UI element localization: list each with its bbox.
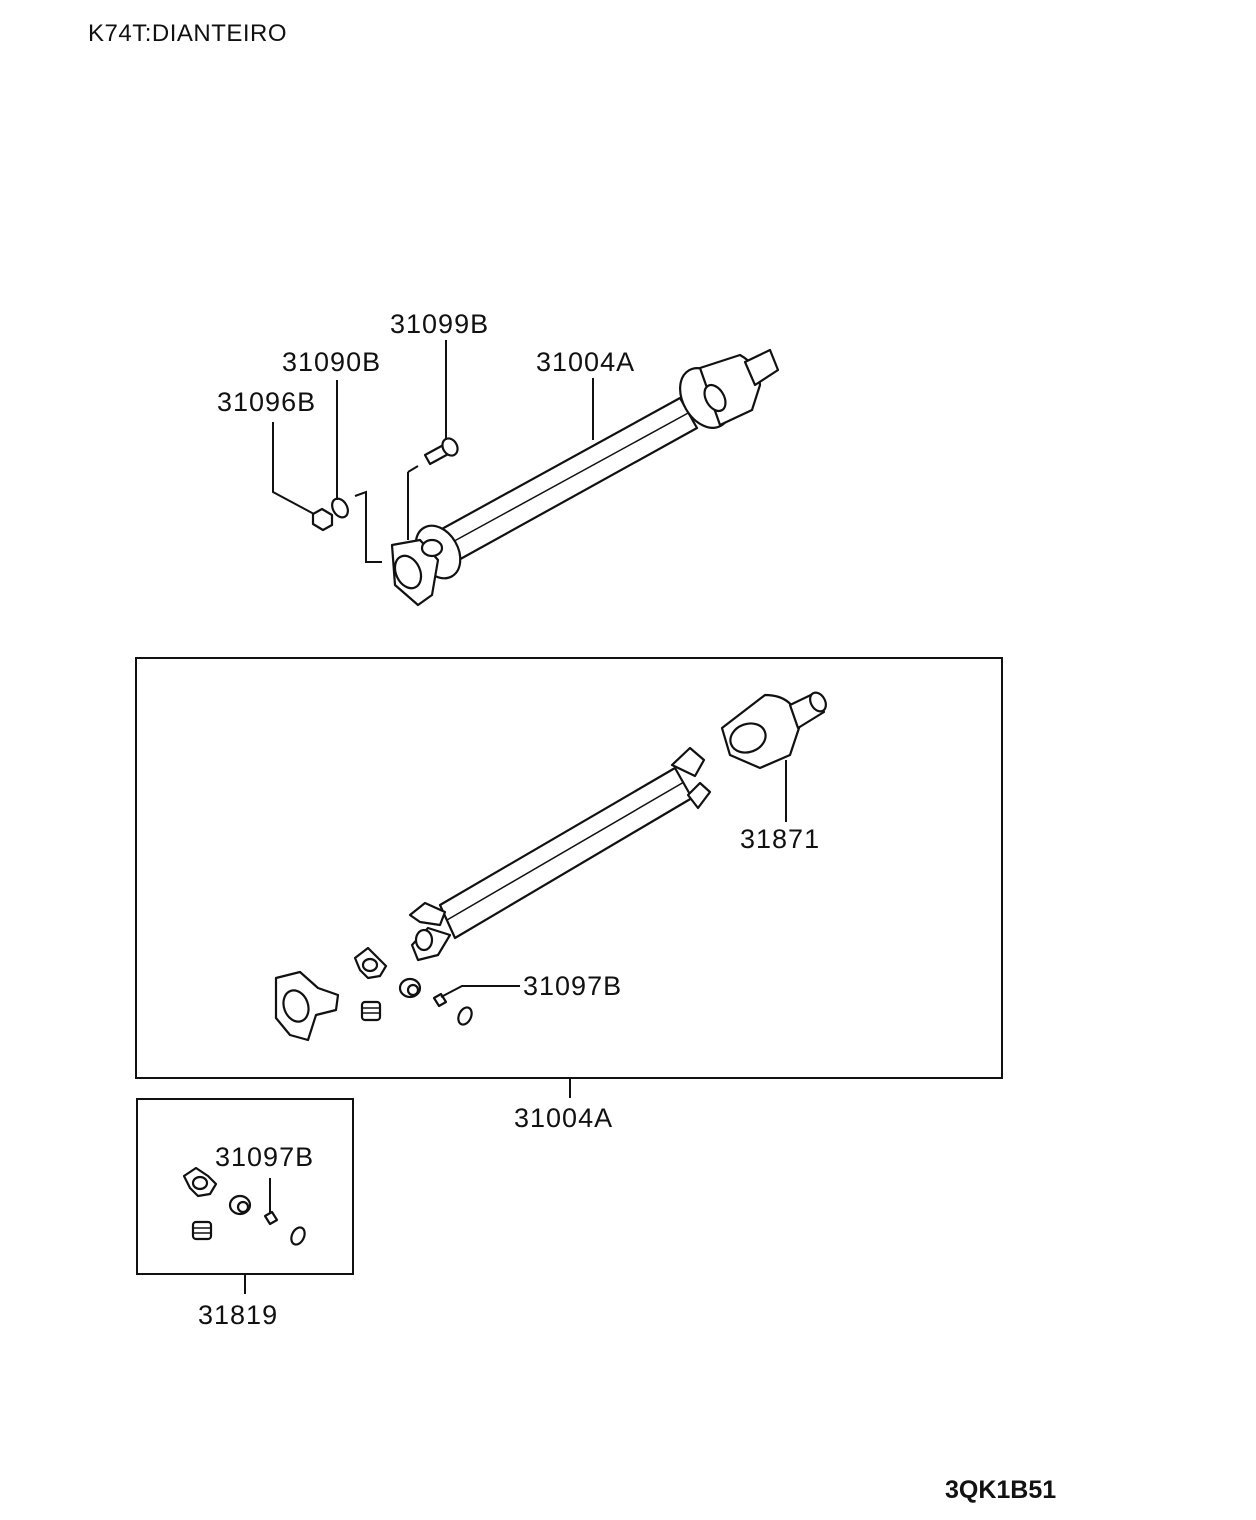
- bolt-part[interactable]: [423, 436, 461, 466]
- propeller-shaft-assembly[interactable]: [390, 348, 780, 607]
- shaft-tube-exploded[interactable]: [408, 746, 712, 962]
- leader-bracket: [354, 490, 382, 563]
- callout-31819: 31819: [198, 1300, 278, 1330]
- callout-31090B: 31090B: [282, 347, 381, 377]
- repair-kit-frame: [136, 1098, 354, 1275]
- snap-ring-part[interactable]: [456, 1005, 474, 1026]
- bearing-cup-part[interactable]: [398, 977, 422, 999]
- leader-31096B: [272, 422, 315, 515]
- leader-31097B-main: [440, 985, 520, 998]
- slip-yoke-part[interactable]: [720, 690, 829, 770]
- callout-31871: 31871: [740, 824, 820, 854]
- kit-bearing-cup-part[interactable]: [228, 1194, 252, 1216]
- universal-joint-spider[interactable]: [353, 946, 388, 980]
- kit-spider-part[interactable]: [182, 1166, 218, 1198]
- callout-31004A-box: 31004A: [514, 1103, 613, 1133]
- grease-fitting-part[interactable]: [432, 992, 448, 1008]
- callout-31096B: 31096B: [217, 387, 316, 417]
- bearing-cup-part[interactable]: [360, 1000, 382, 1022]
- callout-31097B-kit: 31097B: [215, 1142, 314, 1172]
- flange-yoke-part[interactable]: [274, 970, 340, 1042]
- washer-part[interactable]: [329, 496, 351, 520]
- kit-bearing-cup-part[interactable]: [191, 1220, 213, 1241]
- diagram-header: K74T:DIANTEIRO: [88, 20, 288, 47]
- diagram-code: 3QK1B51: [945, 1476, 1057, 1504]
- callout-31004A-top: 31004A: [536, 347, 635, 377]
- callout-31099B: 31099B: [390, 309, 489, 339]
- callout-31097B-main: 31097B: [523, 971, 622, 1001]
- nut-part[interactable]: [311, 507, 334, 532]
- kit-snap-ring-part[interactable]: [289, 1225, 307, 1246]
